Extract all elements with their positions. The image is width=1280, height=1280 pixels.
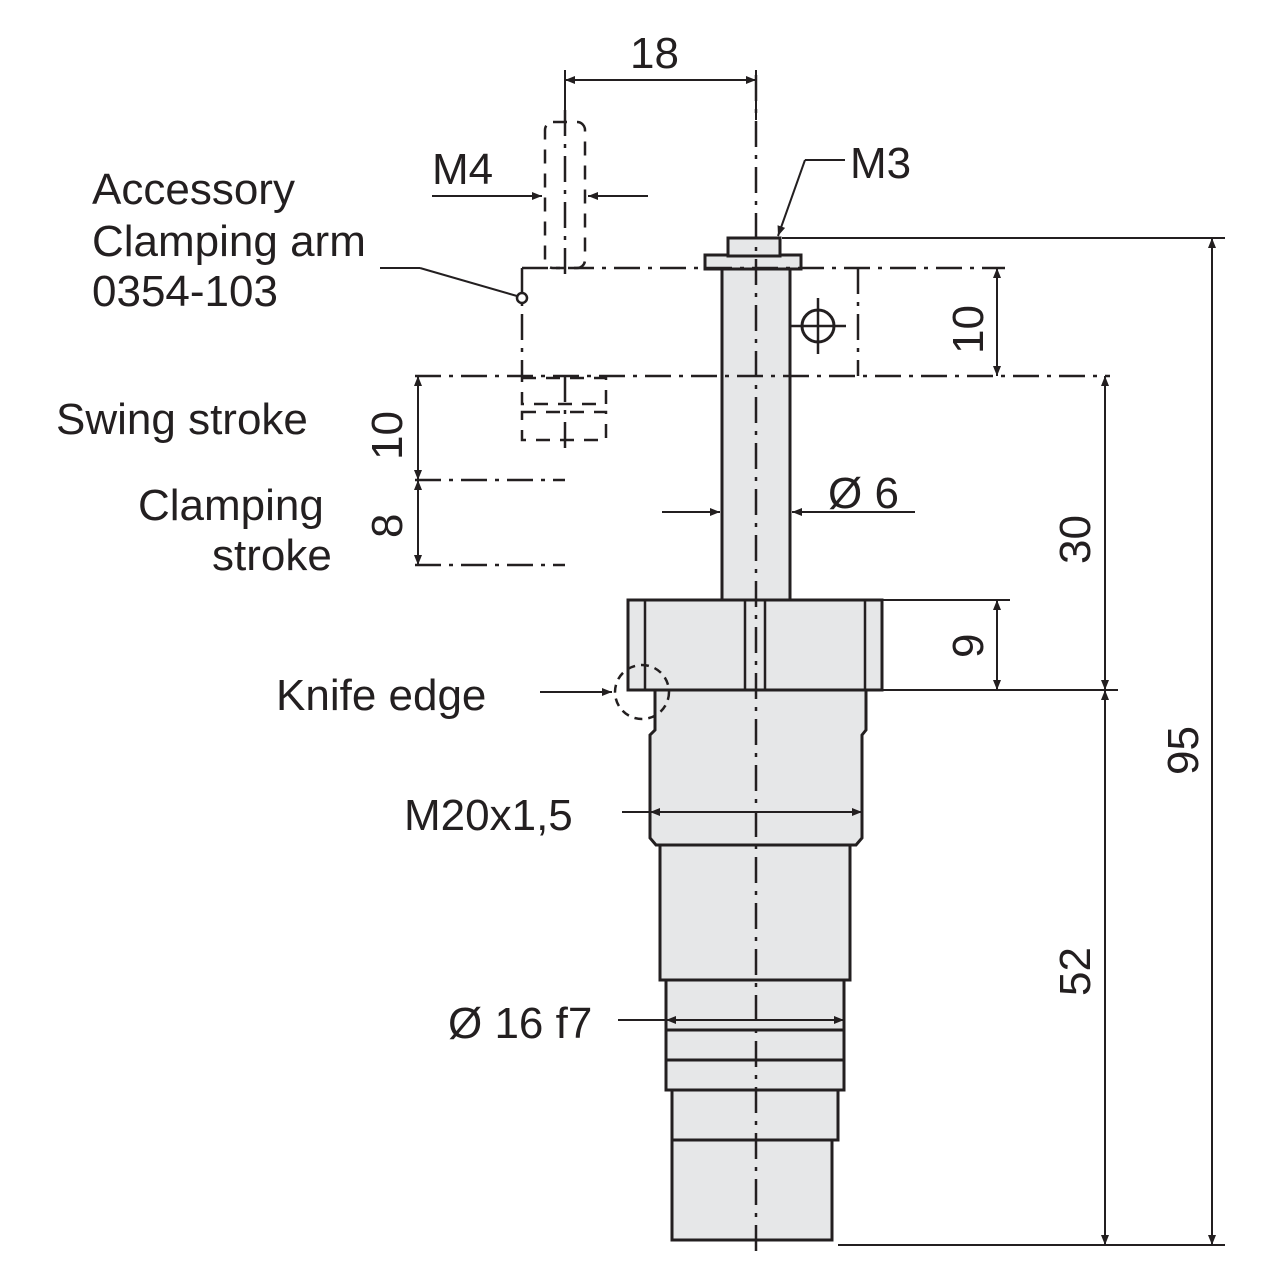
knife-edge-detail-circle [613, 663, 671, 721]
swing-stroke-value: 10 [363, 411, 412, 460]
clamping-stroke-label-line2: stroke [212, 531, 332, 580]
thread-main-label: M20x1,5 [404, 791, 573, 840]
accessory-label-line1: Accessory [92, 165, 295, 214]
clamping-stroke-value: 8 [363, 514, 412, 538]
thread-m3-label: M3 [850, 139, 911, 188]
plunger-diameter-label: Ø 6 [828, 469, 899, 518]
accessory-leader-dot [515, 291, 529, 305]
dim-10-top-value: 10 [944, 305, 993, 354]
clamping-arm-phantom [380, 110, 1110, 450]
body-threaded-section [648, 688, 868, 847]
knife-edge-label: Knife edge [276, 671, 486, 720]
swing-stroke-label: Swing stroke [56, 395, 308, 444]
arm-offset-label: 18 [630, 29, 679, 78]
thread-m4-label: M4 [432, 145, 493, 194]
dim-30-value: 30 [1051, 515, 1100, 564]
accessory-label-line2: Clamping arm [92, 217, 366, 266]
dim-9-value: 9 [944, 634, 993, 658]
plunger [703, 236, 803, 602]
accessory-label-line3: 0354-103 [92, 267, 278, 316]
clamping-stroke-label-line1: Clamping [138, 481, 324, 530]
rotation-icon [790, 298, 846, 354]
body-diameter-label: Ø 16 f7 [448, 999, 592, 1048]
dim-52-value: 52 [1051, 947, 1100, 996]
dim-95-value: 95 [1159, 726, 1208, 775]
